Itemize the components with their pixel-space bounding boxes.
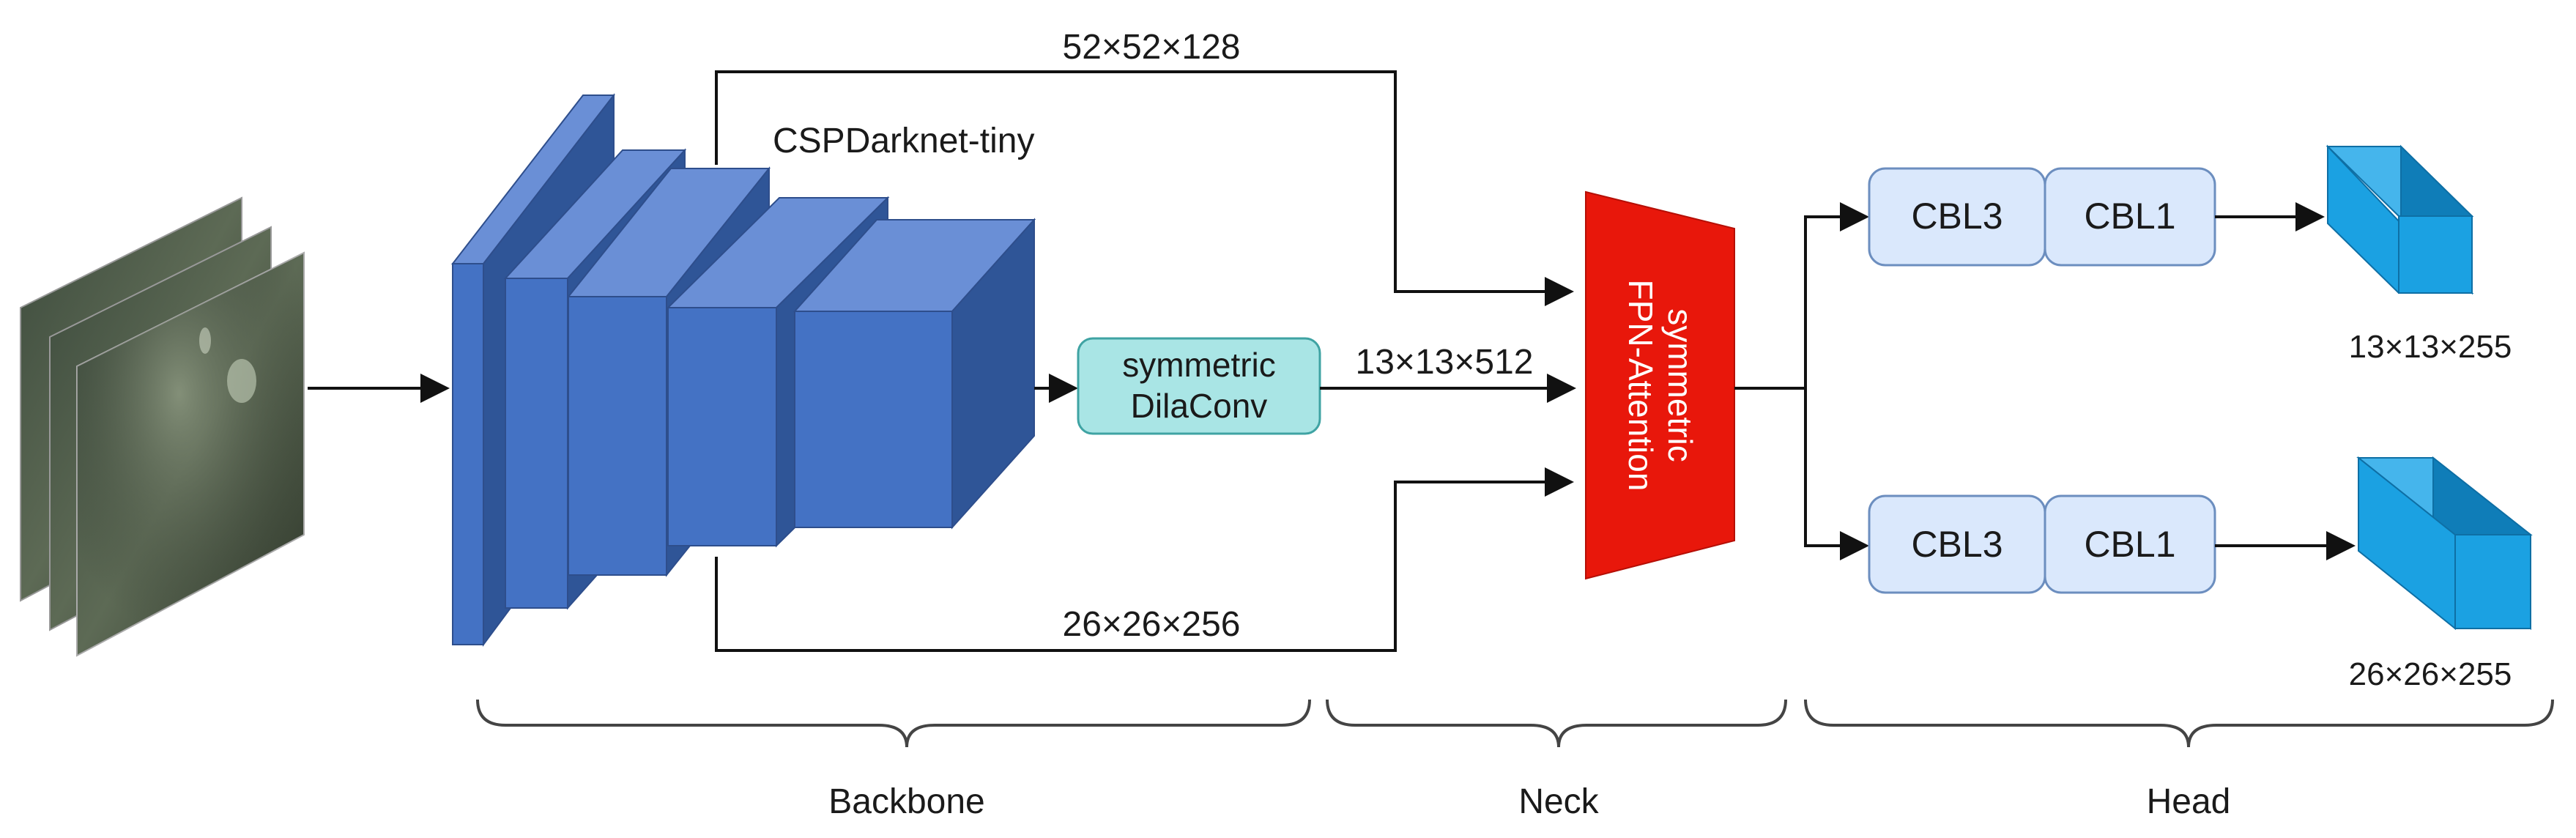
arrow-fpn-to-head-bottom <box>1804 388 1869 560</box>
skip-connection-bottom <box>715 467 1574 652</box>
input-image-stack <box>20 196 305 657</box>
backbone-layer-5 <box>793 218 1036 530</box>
dilaconv-box <box>1077 337 1321 435</box>
layer-4-front <box>667 307 777 546</box>
layer-1-front <box>452 263 484 645</box>
dilaconv-output-label: 13×13×512 <box>1356 343 1534 382</box>
arrow-fpn-to-head-top <box>1804 202 1869 388</box>
head-row-1-cbl3-label: CBL3 <box>1911 196 2002 237</box>
output-cube-1-face <box>2398 215 2473 294</box>
skip-connection-bottom-label: 26×26×256 <box>1063 605 1241 644</box>
fpn-attention-trapezoid <box>1585 190 1735 580</box>
backbone-name-label: CSPDarknet-tiny <box>773 122 1034 160</box>
output-cube-1 <box>2326 144 2474 295</box>
head-brace <box>1804 699 2554 748</box>
input-image-object <box>227 359 256 403</box>
skip-connection-top <box>715 70 1574 306</box>
backbone-cspdarknet <box>450 93 1036 648</box>
output-2-shape-label: 26×26×255 <box>2349 656 2512 692</box>
fpn-label-line2: FPN-Attention <box>1622 280 1660 492</box>
neck-brace <box>1326 699 1787 748</box>
dilaconv-label-line2: DilaConv <box>1131 387 1268 425</box>
dilaconv-label-line1: symmetric <box>1122 346 1276 384</box>
head-row-2-cbl1-label: CBL1 <box>2084 524 2175 565</box>
fpn-attention-module: symmetric FPN-Attention <box>1585 190 1735 580</box>
section-label-backbone: Backbone <box>828 782 985 821</box>
section-label-neck: Neck <box>1518 782 1599 821</box>
head-row-1-cbl1-label: CBL1 <box>2084 196 2175 237</box>
layer-3-front <box>568 296 667 576</box>
layer-5-front <box>794 311 953 528</box>
head-row-1: CBL3 CBL1 <box>1868 167 2216 267</box>
output-cube-2-face <box>2454 534 2531 629</box>
head-row-2: CBL3 CBL1 <box>1868 494 2216 594</box>
output-1-shape-label: 13×13×255 <box>2349 329 2512 365</box>
section-label-head: Head <box>2147 782 2231 821</box>
skip-connection-top-label: 52×52×128 <box>1063 28 1241 67</box>
fpn-label-line1: symmetric <box>1661 308 1699 462</box>
layer-2-front <box>505 278 568 609</box>
head-row-2-cbl3-label: CBL3 <box>1911 524 2002 565</box>
dilaconv-module: symmetric DilaConv <box>1077 337 1321 435</box>
input-image-glow <box>77 253 304 656</box>
backbone-brace <box>476 699 1311 748</box>
input-image-object-small <box>199 327 211 354</box>
output-cube-2 <box>2356 456 2533 631</box>
